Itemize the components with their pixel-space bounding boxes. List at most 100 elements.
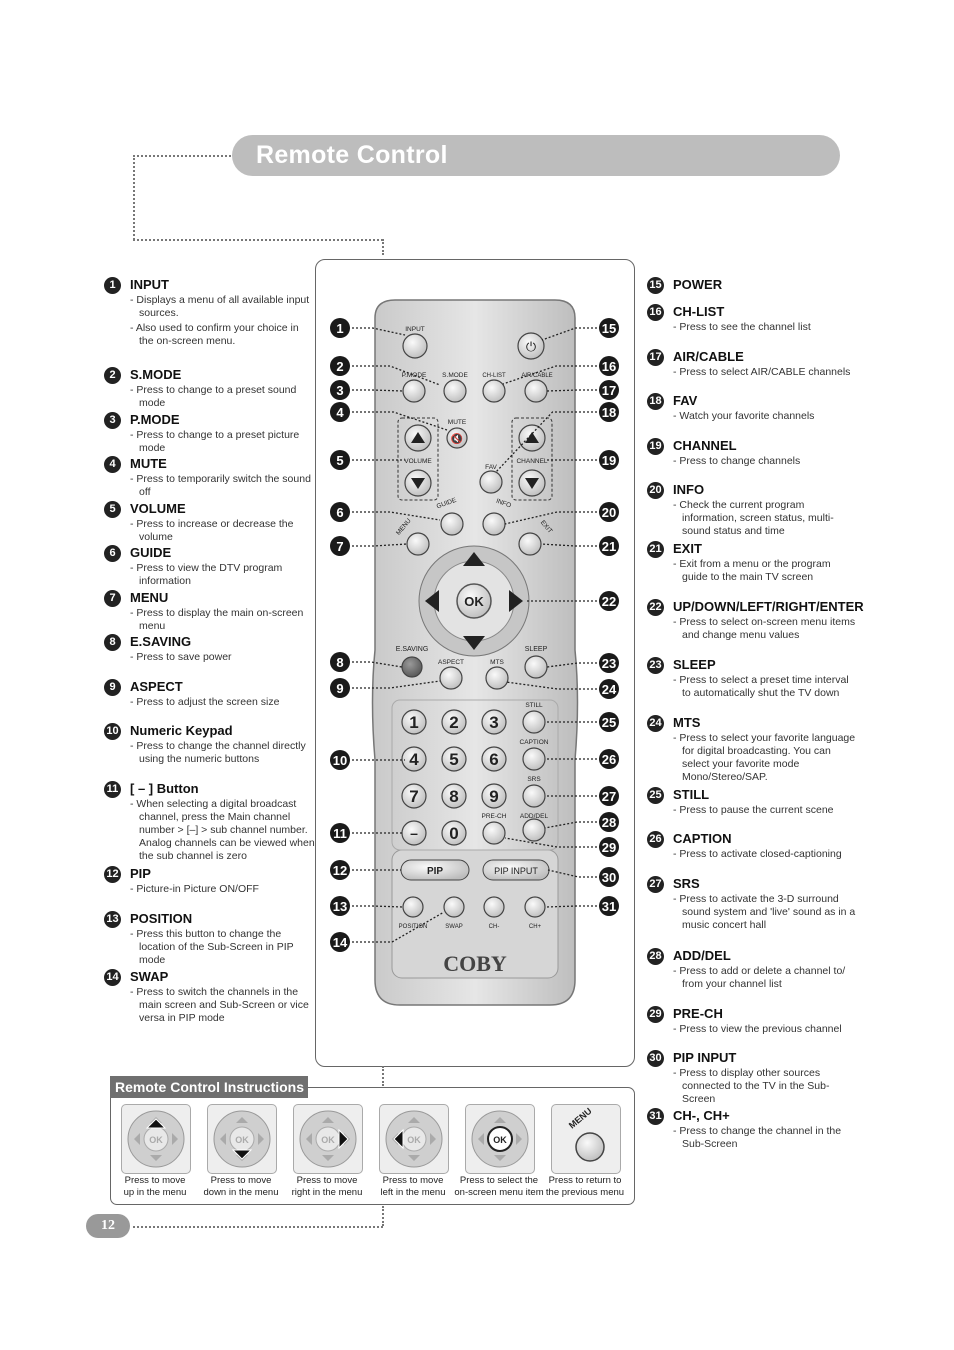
input-button[interactable] bbox=[402, 333, 428, 359]
callout-badge bbox=[599, 867, 619, 887]
menu-button[interactable] bbox=[406, 532, 430, 556]
item-title: CHANNEL bbox=[673, 438, 737, 453]
aircable-button[interactable] bbox=[524, 379, 548, 403]
mts-button[interactable] bbox=[485, 666, 509, 690]
callout-badge bbox=[599, 712, 619, 732]
digit-4-button[interactable] bbox=[401, 746, 427, 772]
srs-label: SRS bbox=[527, 776, 541, 783]
item-description: Press to add or delete a channel to/ fro… bbox=[673, 965, 858, 993]
digit-2-button[interactable] bbox=[441, 709, 467, 735]
item-number-badge: 14 bbox=[104, 969, 121, 986]
exit-button[interactable] bbox=[518, 532, 542, 556]
item-number-badge: 31 bbox=[647, 1108, 664, 1125]
instruction-ok-illustration: OK bbox=[465, 1104, 535, 1174]
item-description: Press to display the main on-screen menu bbox=[130, 607, 315, 635]
instruction-right-illustration: OK bbox=[293, 1104, 363, 1174]
digit-0-button[interactable] bbox=[441, 820, 467, 846]
callout-number: 20 bbox=[602, 505, 616, 520]
guide-button[interactable] bbox=[440, 512, 464, 536]
item-number-badge: 3 bbox=[104, 412, 121, 429]
ch-minus-button[interactable] bbox=[483, 896, 505, 918]
callout-badge bbox=[330, 823, 350, 843]
callout-badge bbox=[330, 356, 350, 376]
callout-badge bbox=[330, 932, 350, 952]
smode-button[interactable] bbox=[443, 379, 467, 403]
digit-3-button[interactable] bbox=[481, 709, 507, 735]
item-description-line: Press this button to change the location… bbox=[130, 928, 315, 967]
digit-label: 4 bbox=[409, 750, 419, 769]
item-description: When selecting a digital broadcast chann… bbox=[130, 798, 315, 865]
item-description: Press to select a preset time interval t… bbox=[673, 674, 858, 702]
item-title: AIR/CABLE bbox=[673, 349, 744, 364]
menu-button-icon bbox=[575, 1132, 605, 1162]
digit-label: 7 bbox=[409, 787, 418, 806]
item-number-badge: 17 bbox=[647, 349, 664, 366]
item-description-line: Press to display other sources connected… bbox=[673, 1067, 858, 1106]
item-title: Numeric Keypad bbox=[130, 723, 233, 738]
callout-leader-line bbox=[495, 411, 609, 473]
instruction-up-illustration: OK bbox=[121, 1104, 191, 1174]
power-button[interactable] bbox=[517, 332, 545, 360]
item-description-line: Press to change to a preset picture mode bbox=[130, 429, 315, 455]
callout-number: 26 bbox=[602, 752, 616, 767]
item-title: PRE-CH bbox=[673, 1006, 723, 1021]
digit-9-button[interactable] bbox=[481, 783, 507, 809]
item-description-line: Press to save power bbox=[130, 651, 315, 664]
digit-label: 6 bbox=[489, 750, 498, 769]
fav-label: FAV bbox=[485, 464, 497, 471]
swap-button[interactable] bbox=[443, 896, 465, 918]
caption-button[interactable] bbox=[522, 747, 546, 771]
adddel-button[interactable] bbox=[522, 818, 546, 842]
callout-leader-line bbox=[340, 911, 445, 943]
item-number-badge: 23 bbox=[647, 657, 664, 674]
instruction-caption-line: down in the menu bbox=[203, 1187, 279, 1198]
digit-8-button[interactable] bbox=[441, 783, 467, 809]
item-number-badge: 12 bbox=[104, 866, 121, 883]
esaving-button[interactable] bbox=[401, 656, 423, 678]
position-button[interactable] bbox=[402, 896, 424, 918]
prech-button[interactable] bbox=[482, 821, 506, 845]
digit-label: 1 bbox=[409, 713, 418, 732]
instruction-caption-line: Press to move bbox=[296, 1175, 358, 1186]
digit-5-button[interactable] bbox=[441, 746, 467, 772]
item-description-line: Press to select your favorite language f… bbox=[673, 732, 858, 784]
item-description-line: Press to activate the 3-D surround sound… bbox=[673, 893, 858, 932]
digit-1-button[interactable] bbox=[401, 709, 427, 735]
ch-plus-button[interactable] bbox=[524, 896, 546, 918]
volume-down-arrow-icon bbox=[411, 478, 425, 489]
callout-number: 10 bbox=[333, 753, 347, 768]
item-title: UP/DOWN/LEFT/RIGHT/ENTER bbox=[673, 599, 864, 614]
item-title: POWER bbox=[673, 277, 723, 292]
sleep-button[interactable] bbox=[524, 655, 548, 679]
item-title: STILL bbox=[673, 787, 710, 802]
item-description-line: Press to change channels bbox=[673, 455, 858, 468]
title-leader-dots bbox=[133, 155, 231, 157]
callout-leader-line bbox=[540, 543, 609, 547]
info-button[interactable] bbox=[482, 512, 506, 536]
title-leader-dots-vertical bbox=[133, 155, 135, 240]
item-description-line: Press to temporarily switch the sound of… bbox=[130, 473, 315, 499]
item-title: PIP bbox=[130, 866, 151, 881]
callout-badge bbox=[330, 896, 350, 916]
chlist-button[interactable] bbox=[482, 379, 506, 403]
fav-button[interactable] bbox=[479, 470, 503, 494]
srs-button[interactable] bbox=[522, 784, 546, 808]
callout-number: 28 bbox=[602, 815, 616, 830]
digit-6-button[interactable] bbox=[481, 746, 507, 772]
volume-up-arrow-icon bbox=[411, 432, 425, 443]
callout-badge bbox=[330, 380, 350, 400]
item-number-badge: 2 bbox=[104, 367, 121, 384]
pmode-button[interactable] bbox=[402, 379, 426, 403]
still-button[interactable] bbox=[522, 710, 546, 734]
aspect-button[interactable] bbox=[439, 666, 463, 690]
item-description-line: Exit from a menu or the program guide to… bbox=[673, 558, 858, 584]
digit-7-button[interactable] bbox=[401, 783, 427, 809]
item-number-badge: 9 bbox=[104, 679, 121, 696]
mute-button[interactable] bbox=[446, 427, 468, 449]
callout-number: 24 bbox=[602, 682, 617, 697]
item-description-line: Also used to confirm your choice in the … bbox=[130, 322, 315, 348]
instructions-leader-dots bbox=[382, 1066, 384, 1086]
item-number-badge: 10 bbox=[104, 723, 121, 740]
